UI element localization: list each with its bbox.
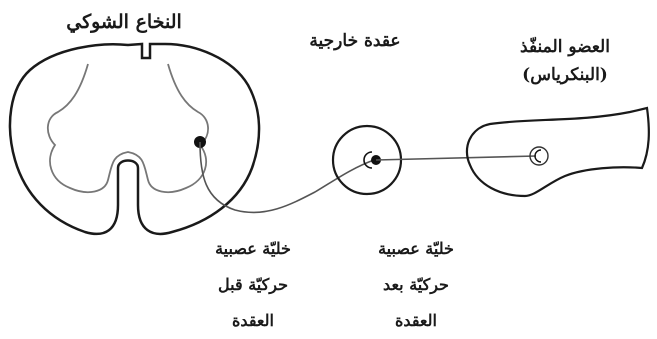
label-preganglionic-3: العقدة (232, 311, 274, 330)
spinal-cord-outline (10, 44, 259, 234)
label-ganglion: عقدة خارجية (309, 31, 400, 51)
gray-matter (48, 64, 208, 192)
label-effector-organ-name: (البنكرياس) (522, 65, 608, 85)
label-postganglionic-2: حركيّة بعد (383, 275, 449, 295)
spinal-cord (10, 44, 259, 234)
preganglionic-axon (200, 142, 374, 212)
synapse-mark (364, 152, 372, 168)
label-preganglionic-1: خليّة عصبية (215, 239, 291, 258)
pancreas-outline (467, 108, 649, 196)
preganglionic-neuron (194, 136, 374, 212)
label-postganglionic-1: خليّة عصبية (378, 239, 454, 258)
label-effector-organ: العضو المنفّذ (520, 36, 610, 57)
effector-organ (467, 108, 649, 196)
ganglion (333, 126, 536, 194)
label-postganglionic-3: العقدة (395, 311, 437, 330)
label-spinal-cord: النخاع الشوكي (66, 11, 182, 34)
label-preganglionic-2: حركيّة قبل (218, 275, 288, 295)
